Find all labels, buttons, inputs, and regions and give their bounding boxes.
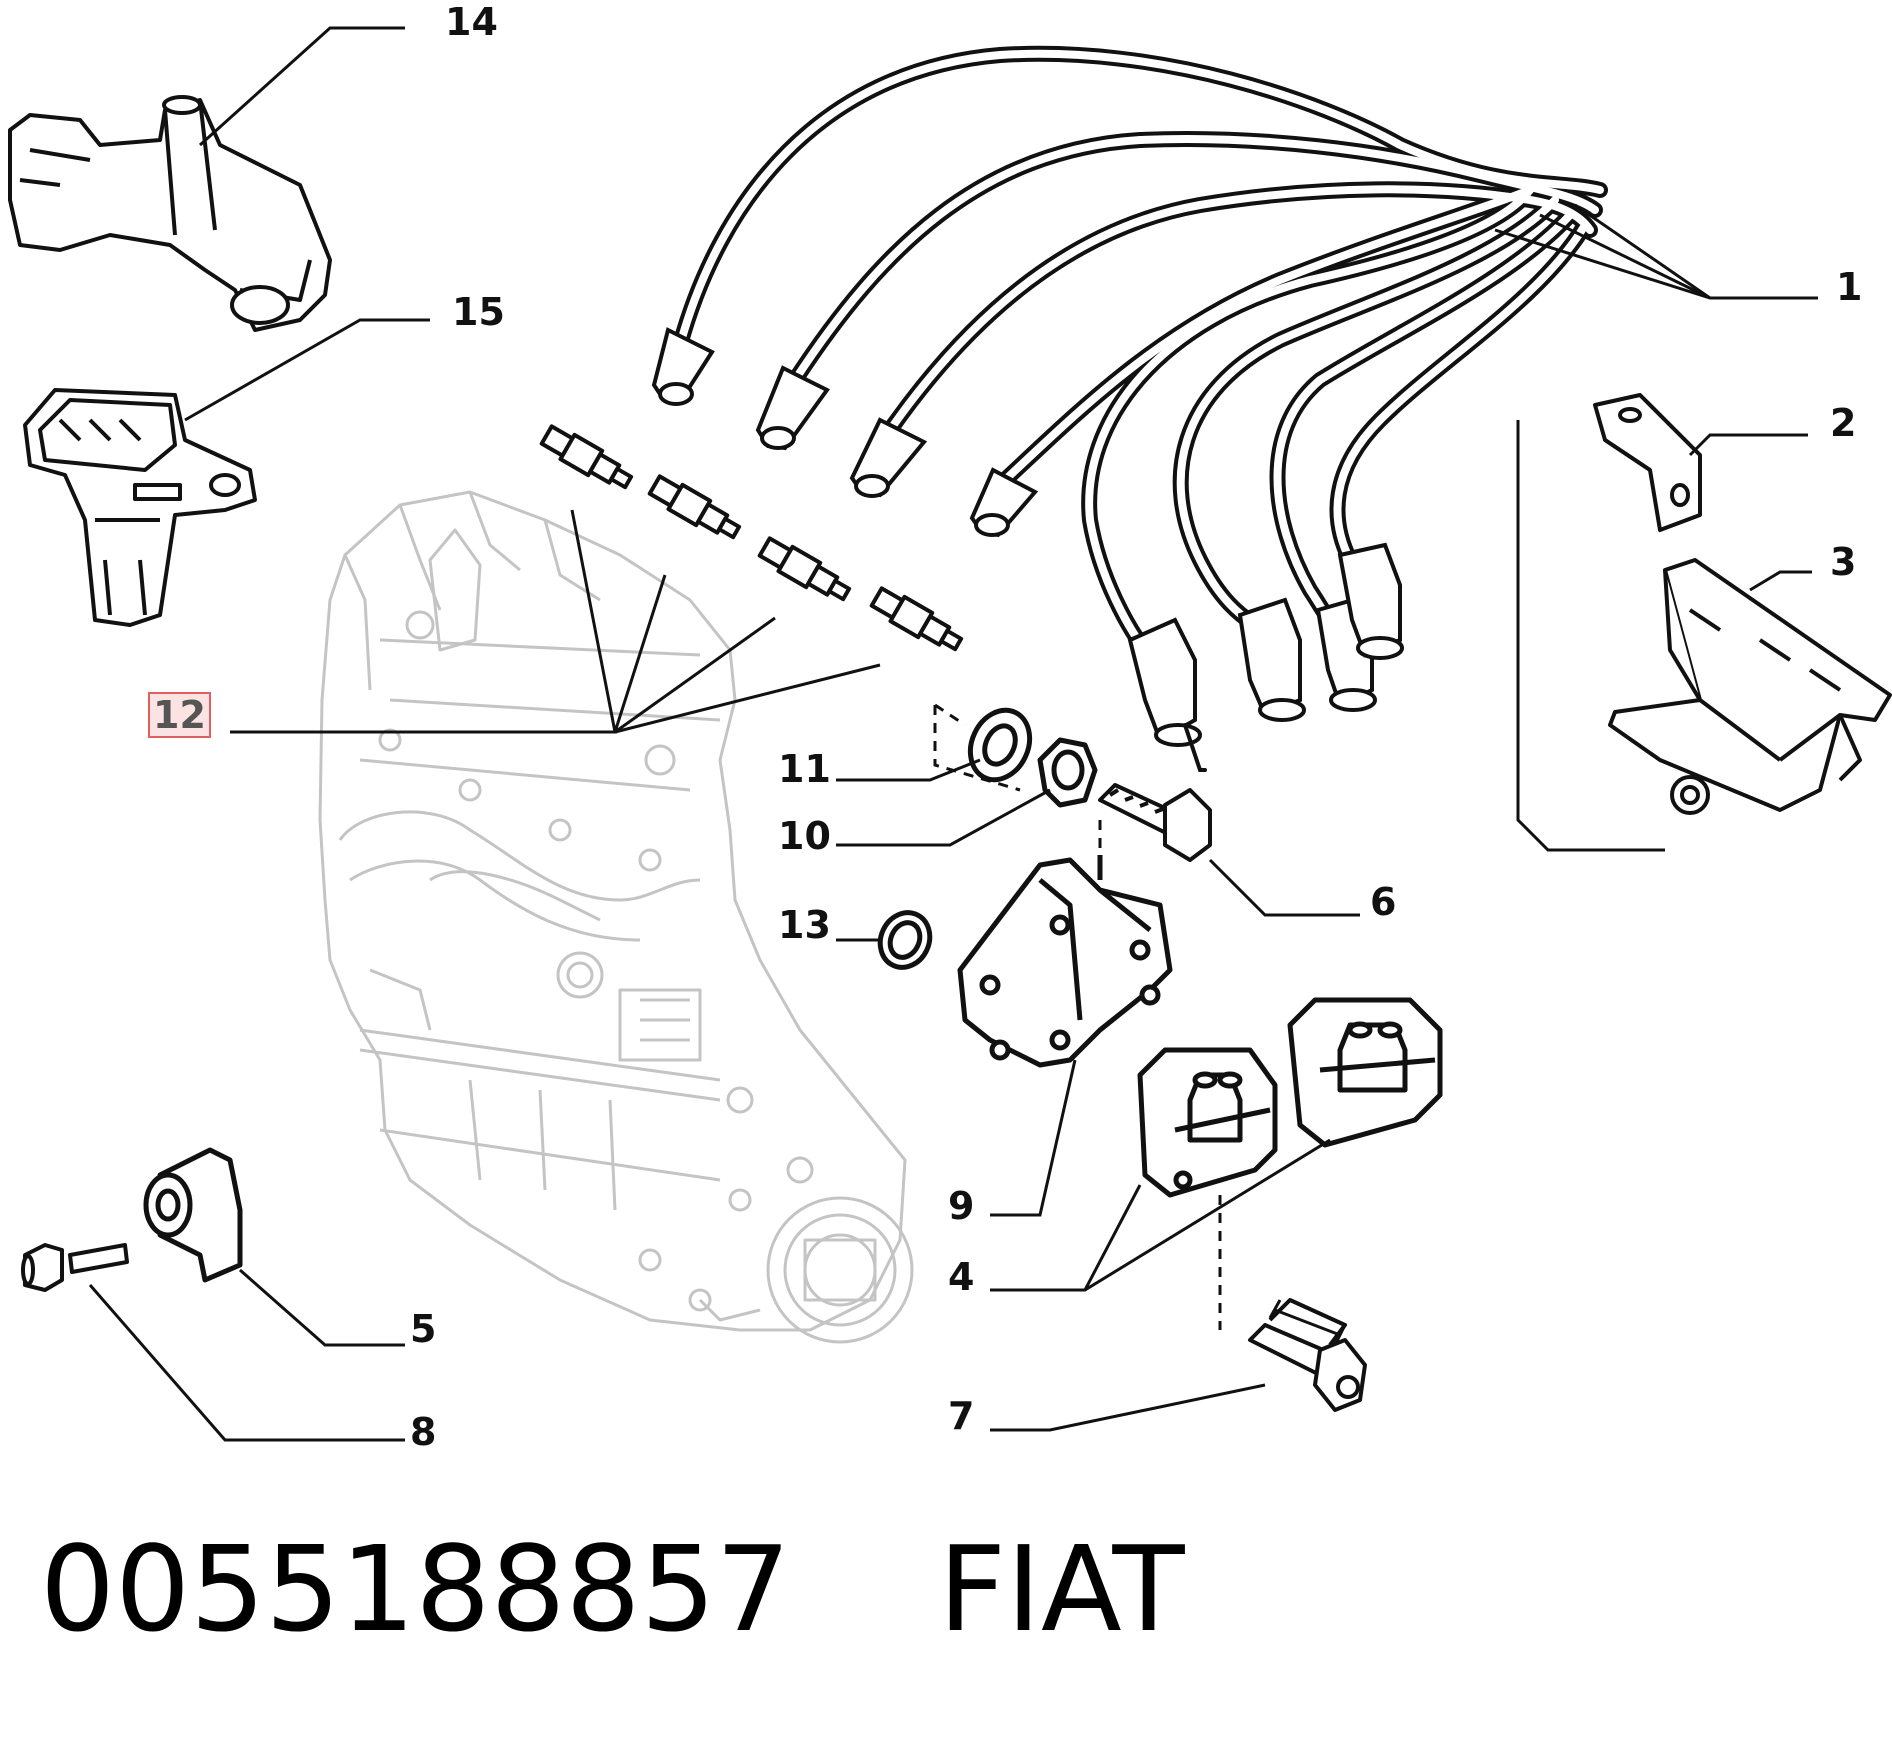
callout-6: 6 [1370, 880, 1397, 924]
leader-line-5 [239, 1268, 405, 1347]
callout-5: 5 [410, 1307, 437, 1351]
screw-part-8 [21, 1243, 129, 1292]
leader-line-7 [990, 1383, 1266, 1432]
part-caption: 0055188857 FIAT [40, 1530, 1185, 1648]
callout-14: 14 [445, 0, 498, 44]
ignition-leads-set [651, 45, 1608, 772]
ignition-coil [1287, 997, 1443, 1148]
leader-line-8 [88, 1284, 405, 1442]
leader-line-12 [230, 509, 881, 734]
callout-15: 15 [452, 290, 505, 334]
bolt-part-6 [1098, 783, 1212, 862]
callout-8: 8 [410, 1410, 437, 1454]
callout-7: 7 [948, 1394, 975, 1438]
leader-line-15 [184, 318, 430, 422]
o-ring-part-13 [877, 910, 933, 970]
bolt-part-7 [1248, 1298, 1367, 1412]
spark-plug [647, 474, 742, 540]
spark-plug [869, 586, 964, 652]
leader-line-6 [1208, 858, 1360, 917]
ignition-coil [1137, 1047, 1278, 1198]
nut-part-10 [1037, 737, 1098, 808]
callout-9: 9 [948, 1184, 975, 1228]
leader-line-3 [1749, 570, 1812, 592]
leader-line-11 [836, 758, 981, 782]
bracket-part-2 [1593, 393, 1702, 532]
leader-line-4 [990, 1138, 1331, 1292]
sensor-part-5 [143, 1147, 243, 1283]
callout-1: 1 [1836, 265, 1863, 309]
callout-4: 4 [948, 1255, 975, 1299]
leader-line-1 [1494, 203, 1818, 300]
callout-12[interactable]: 12 [148, 692, 211, 738]
part-number: 0055188857 [40, 1520, 791, 1658]
callout-11: 11 [778, 747, 831, 791]
leader-line-14 [198, 26, 405, 147]
callout-3: 3 [1830, 540, 1857, 584]
engine-block [318, 490, 914, 1344]
washer-part-11 [967, 707, 1033, 783]
callout-10: 10 [778, 814, 831, 858]
spark-plug [539, 424, 634, 490]
spark-plugs [539, 424, 964, 652]
mounting-plate-part-9 [957, 855, 1173, 1068]
distributor-cap-part-14 [8, 95, 332, 332]
leader-line-2 [1688, 433, 1808, 457]
dashed-guide [933, 703, 1222, 1330]
camshaft-sensor-part-15 [23, 388, 257, 627]
callout-13: 13 [778, 903, 831, 947]
leader-line-9 [990, 1059, 1077, 1217]
support-part-3 [1608, 558, 1892, 815]
callout-lines [88, 26, 1818, 1442]
brand-name: FIAT [938, 1520, 1185, 1658]
spark-plug [757, 536, 852, 602]
leader-line-10 [836, 788, 1051, 847]
callout-2: 2 [1830, 401, 1857, 445]
dimension-arrow [1268, 1299, 1347, 1346]
leader-line-23-bracket [1516, 420, 1665, 852]
